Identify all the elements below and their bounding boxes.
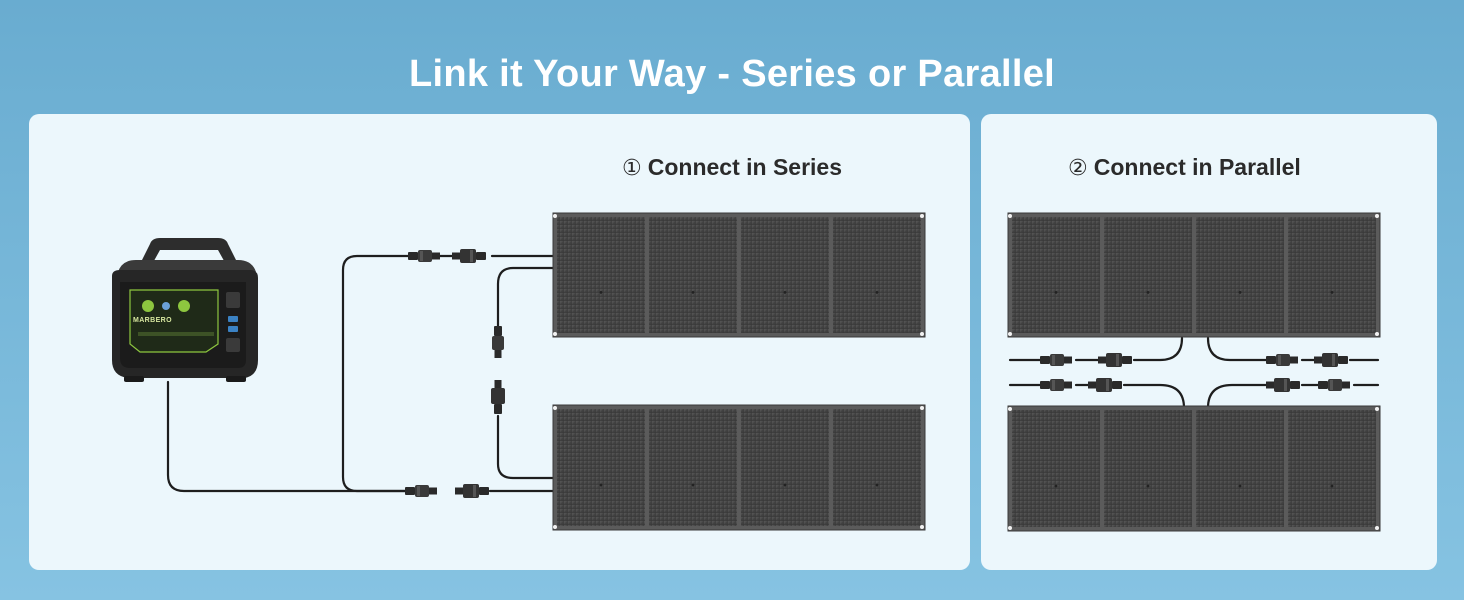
solar-cell xyxy=(557,217,645,333)
mc4-connector-female-icon xyxy=(1098,353,1132,367)
series-cables xyxy=(166,254,555,493)
solar-cell-dot xyxy=(875,483,879,487)
mc4-connector-male-icon xyxy=(405,485,437,497)
grommet-icon xyxy=(920,332,924,336)
parallel-number: ② xyxy=(1068,156,1088,181)
grommet-icon xyxy=(1008,214,1012,218)
mc4-connector-female-icon xyxy=(1314,353,1348,367)
grommet-icon xyxy=(1375,332,1379,336)
solar-cell-dot xyxy=(599,483,603,487)
solar-cell xyxy=(741,409,829,526)
parallel-cables xyxy=(1008,336,1380,410)
solar-panel-icon xyxy=(1007,405,1381,532)
grommet-icon xyxy=(1375,407,1379,411)
mc4-connector-male-icon xyxy=(1040,379,1072,391)
grommet-icon xyxy=(1375,214,1379,218)
grommet-icon xyxy=(920,406,924,410)
solar-cell-dot xyxy=(1238,291,1242,294)
series-number: ① xyxy=(622,156,642,181)
solar-cell-dot xyxy=(691,483,695,487)
series-label: Connect in Series xyxy=(647,154,843,180)
main-title: Link it Your Way - Series or Parallel xyxy=(408,53,1056,95)
mc4-connector-female-icon xyxy=(1266,378,1300,392)
mc4-connector-female-icon xyxy=(1088,378,1122,392)
solar-cell-dot xyxy=(1054,291,1058,294)
solar-cell-dot xyxy=(875,291,879,294)
mc4-connector-female-icon xyxy=(455,484,489,498)
mc4-connector-male-icon xyxy=(1318,379,1350,391)
grommet-icon xyxy=(553,406,557,410)
grommet-icon xyxy=(1008,332,1012,336)
grommet-icon xyxy=(553,214,557,218)
solar-cell xyxy=(1196,410,1284,527)
solar-cell xyxy=(649,217,737,333)
solar-panel-icon xyxy=(552,404,926,531)
mc4-connector-male-icon xyxy=(492,326,504,358)
solar-panel-icon xyxy=(552,212,926,338)
grommet-icon xyxy=(1008,526,1012,530)
solar-cell xyxy=(1196,217,1284,333)
grommet-icon xyxy=(553,332,557,336)
solar-cell-dot xyxy=(599,291,603,294)
mc4-connector-female-icon xyxy=(491,380,505,414)
solar-cell xyxy=(1104,217,1192,333)
solar-cell-dot xyxy=(1054,484,1058,488)
solar-cell xyxy=(557,409,645,526)
solar-cell xyxy=(649,409,737,526)
power-station-icon xyxy=(112,238,258,382)
mc4-connector-male-icon xyxy=(1040,354,1072,366)
solar-cell xyxy=(1288,410,1376,527)
solar-cell-dot xyxy=(1146,484,1150,488)
solar-cell-dot xyxy=(1238,484,1242,488)
solar-cell xyxy=(833,217,921,333)
solar-cell xyxy=(741,217,829,333)
solar-cell-dot xyxy=(783,291,787,294)
solar-panel-icon xyxy=(1007,212,1381,338)
solar-cell xyxy=(1012,410,1100,527)
solar-cell xyxy=(1288,217,1376,333)
solar-cell-dot xyxy=(1146,291,1150,294)
power-station-brand: MARBERO xyxy=(133,317,172,324)
solar-panels xyxy=(552,212,1381,532)
solar-cell-dot xyxy=(1330,291,1334,294)
grommet-icon xyxy=(1008,407,1012,411)
grommet-icon xyxy=(1375,526,1379,530)
solar-cell-dot xyxy=(1330,484,1334,488)
grommet-icon xyxy=(920,525,924,529)
mc4-connector-female-icon xyxy=(452,249,486,263)
solar-cell-dot xyxy=(691,291,695,294)
solar-cell xyxy=(1104,410,1192,527)
parallel-label: Connect in Parallel xyxy=(1093,154,1301,180)
grommet-icon xyxy=(553,525,557,529)
grommet-icon xyxy=(920,214,924,218)
solar-cell xyxy=(833,409,921,526)
mc4-connector-male-icon xyxy=(1266,354,1298,366)
mc4-connector-male-icon xyxy=(408,250,440,262)
solar-cell-dot xyxy=(783,483,787,487)
solar-cell xyxy=(1012,217,1100,333)
